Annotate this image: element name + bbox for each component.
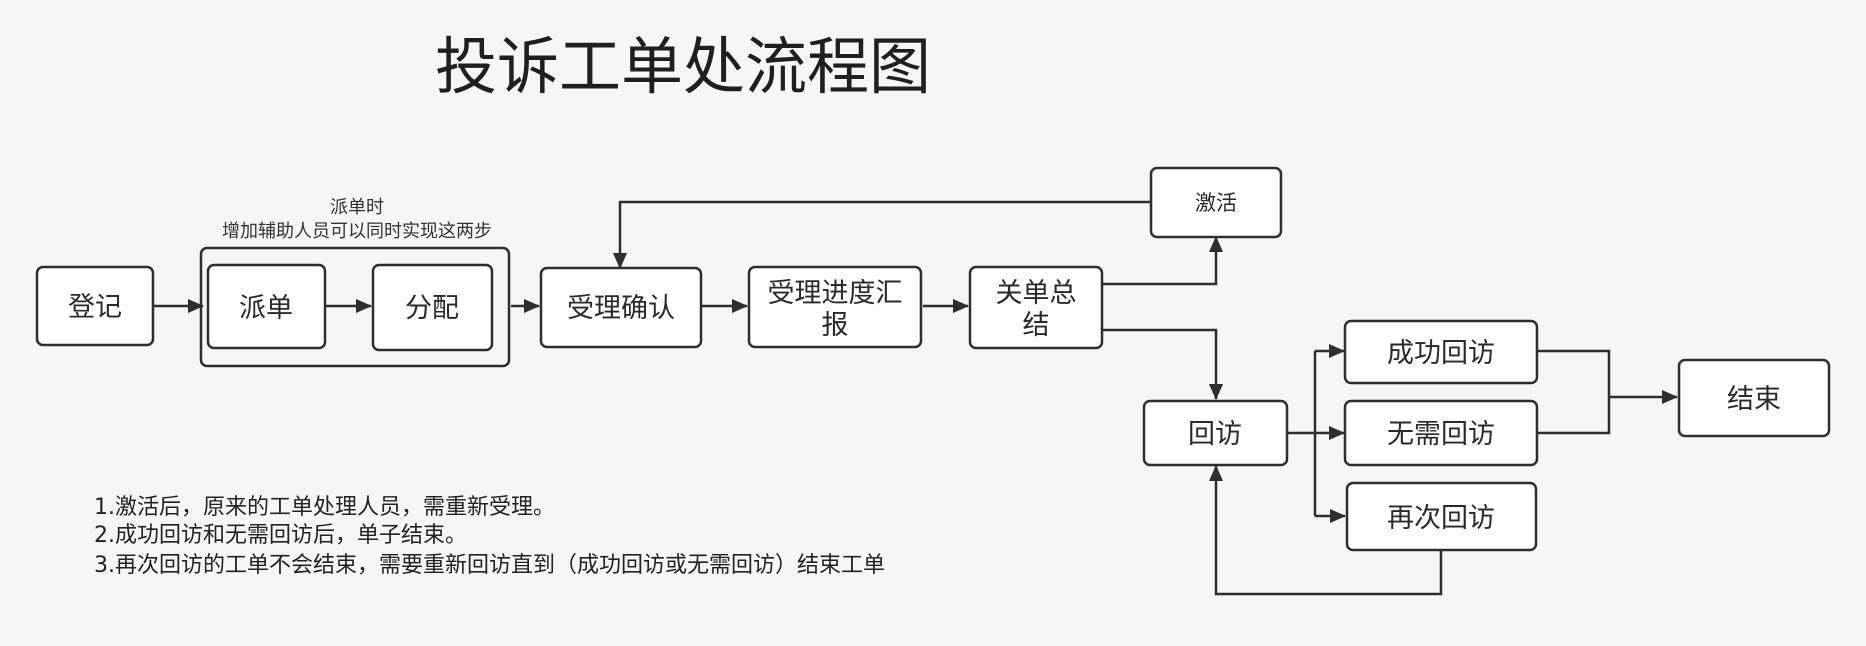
node-activate[interactable]: 激活 <box>1149 166 1283 239</box>
node-accept-label: 受理确认 <box>567 293 675 324</box>
node-no-need-revisit[interactable]: 无需回访 <box>1343 399 1539 467</box>
note-3: 3.再次回访的工单不会结束，需要重新回访直到（成功回访或无需回访）结束工单 <box>94 553 885 578</box>
edge-close-revisit <box>1103 328 1223 400</box>
node-no-need-label: 无需回访 <box>1387 419 1495 450</box>
edge-again-revisit <box>1209 465 1443 596</box>
edges <box>154 200 1678 596</box>
node-assign-label: 分配 <box>405 293 459 324</box>
note-1: 1.激活后，原来的工单处理人员，需重新受理。 <box>94 495 555 520</box>
edge-close-activate <box>1103 236 1223 286</box>
node-close-label-line2: 结 <box>1023 310 1050 341</box>
node-dispatch[interactable]: 派单 <box>206 263 327 350</box>
node-again-label: 再次回访 <box>1387 503 1495 534</box>
note-2: 2.成功回访和无需回访后，单子结束。 <box>94 523 467 548</box>
node-accept[interactable]: 受理确认 <box>539 266 703 349</box>
node-dispatch-label: 派单 <box>239 293 293 324</box>
node-progress-label-line2: 报 <box>822 310 849 341</box>
diagram-title: 投诉工单处流程图 <box>435 30 931 103</box>
node-end-label: 结束 <box>1727 384 1781 415</box>
group-caption-line1: 派单时 <box>330 197 384 218</box>
node-revisit-label: 回访 <box>1188 419 1242 450</box>
node-revisit[interactable]: 回访 <box>1142 399 1289 467</box>
edge-activate-accept <box>613 200 1150 269</box>
node-activate-label: 激活 <box>1195 191 1237 215</box>
node-success-label: 成功回访 <box>1387 338 1495 369</box>
node-success-revisit[interactable]: 成功回访 <box>1343 319 1539 385</box>
node-register-label: 登记 <box>68 292 122 323</box>
node-end[interactable]: 结束 <box>1677 358 1831 438</box>
group-caption-line2: 增加辅助人员可以同时实现这两步 <box>222 221 492 242</box>
node-register[interactable]: 登记 <box>35 265 155 347</box>
node-assign[interactable]: 分配 <box>371 263 494 352</box>
edge-success-merge <box>1537 349 1611 435</box>
node-close-summary[interactable]: 关单总 结 <box>968 265 1104 350</box>
node-revisit-again[interactable]: 再次回访 <box>1345 481 1538 552</box>
node-progress-label-line1: 受理进度汇 <box>768 278 903 309</box>
node-close-label-line1: 关单总 <box>996 278 1077 309</box>
node-progress-report[interactable]: 受理进度汇 报 <box>747 265 923 349</box>
